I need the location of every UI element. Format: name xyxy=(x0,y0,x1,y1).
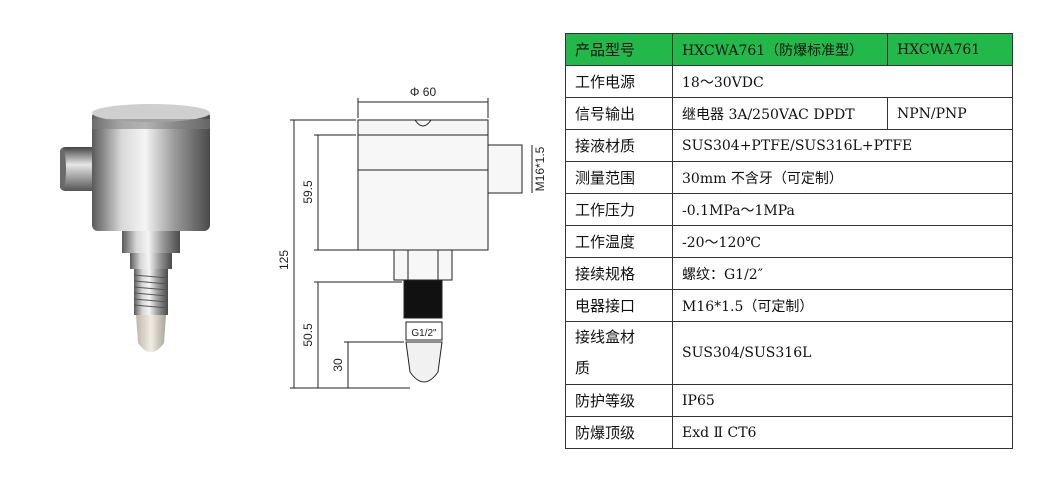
spec-header-label: 产品型号 xyxy=(565,33,673,66)
height-lower-label: 50.5 xyxy=(301,323,315,347)
spec-header-row: 产品型号 HXCWA761（防爆标准型） HXCWA761 xyxy=(565,33,1013,66)
spec-value: M16*1.5（可定制） xyxy=(672,289,1013,322)
spec-row: 电器接口 M16*1.5（可定制） xyxy=(565,289,1013,322)
spec-label: 接线盒材 质 xyxy=(565,321,673,385)
spec-value: SUS304/SUS316L xyxy=(672,321,1013,385)
thread-label: M16*1.5 xyxy=(533,146,547,191)
spec-row: 工作温度 -20～120℃ xyxy=(565,225,1013,258)
spec-row: 测量范围 30mm 不含牙（可定制） xyxy=(565,161,1013,194)
spec-row: 信号输出 继电器 3A/250VAC DPDT NPN/PNP xyxy=(565,97,1013,130)
spec-value: 继电器 3A/250VAC DPDT xyxy=(672,97,888,130)
spec-label: 工作温度 xyxy=(565,225,673,258)
spec-label: 接续规格 xyxy=(565,257,673,290)
spec-row: 防爆顶级 Exd Ⅱ CT6 xyxy=(565,416,1013,449)
spec-label-line: 接线盒材 xyxy=(575,328,636,346)
dimension-drawing: Φ 60 M16*1.5 59.5 125 50.5 30 G1/2" xyxy=(277,85,547,389)
spec-label: 工作压力 xyxy=(565,193,673,226)
spec-header-value: HXCWA761（防爆标准型） xyxy=(672,33,888,66)
spec-label: 测量范围 xyxy=(565,161,673,194)
spec-row: 接续规格 螺纹：G1/2″ xyxy=(565,257,1013,290)
spec-value: -0.1MPa～1MPa xyxy=(672,193,1013,226)
height-upper-label: 59.5 xyxy=(301,180,315,204)
spec-value: IP65 xyxy=(672,384,1013,417)
spec-value: SUS304+PTFE/SUS316L+PTFE xyxy=(672,129,1013,162)
spec-table: 产品型号 HXCWA761（防爆标准型） HXCWA761 工作电源 18～30… xyxy=(565,33,1013,449)
spec-row: 防护等级 IP65 xyxy=(565,384,1013,417)
connection-label: G1/2" xyxy=(411,328,437,339)
spec-label: 防爆顶级 xyxy=(565,416,673,449)
spec-value: 30mm 不含牙（可定制） xyxy=(672,161,1013,194)
spec-label: 工作电源 xyxy=(565,65,673,98)
spec-row: 工作压力 -0.1MPa～1MPa xyxy=(565,193,1013,226)
spec-label: 电器接口 xyxy=(565,289,673,322)
spec-row: 接液材质 SUS304+PTFE/SUS316L+PTFE xyxy=(565,129,1013,162)
spec-value: -20～120℃ xyxy=(672,225,1013,258)
spec-label: 信号输出 xyxy=(565,97,673,130)
spec-value: 18～30VDC xyxy=(672,65,1013,98)
spec-value: Exd Ⅱ CT6 xyxy=(672,416,1013,449)
spec-label: 防护等级 xyxy=(565,384,673,417)
spec-value: 螺纹：G1/2″ xyxy=(672,257,1013,290)
spec-label: 接液材质 xyxy=(565,129,673,162)
diameter-label: Φ 60 xyxy=(410,85,437,99)
spec-row: 工作电源 18～30VDC xyxy=(565,65,1013,98)
spec-label-line: 质 xyxy=(575,359,591,377)
product-photo xyxy=(60,104,210,352)
spec-row: 接线盒材 质 SUS304/SUS316L xyxy=(565,321,1013,385)
height-total-label: 125 xyxy=(277,250,291,270)
spec-header-extra: HXCWA761 xyxy=(887,33,1013,66)
spec-extra: NPN/PNP xyxy=(887,97,1013,130)
probe-length-label: 30 xyxy=(331,358,345,372)
